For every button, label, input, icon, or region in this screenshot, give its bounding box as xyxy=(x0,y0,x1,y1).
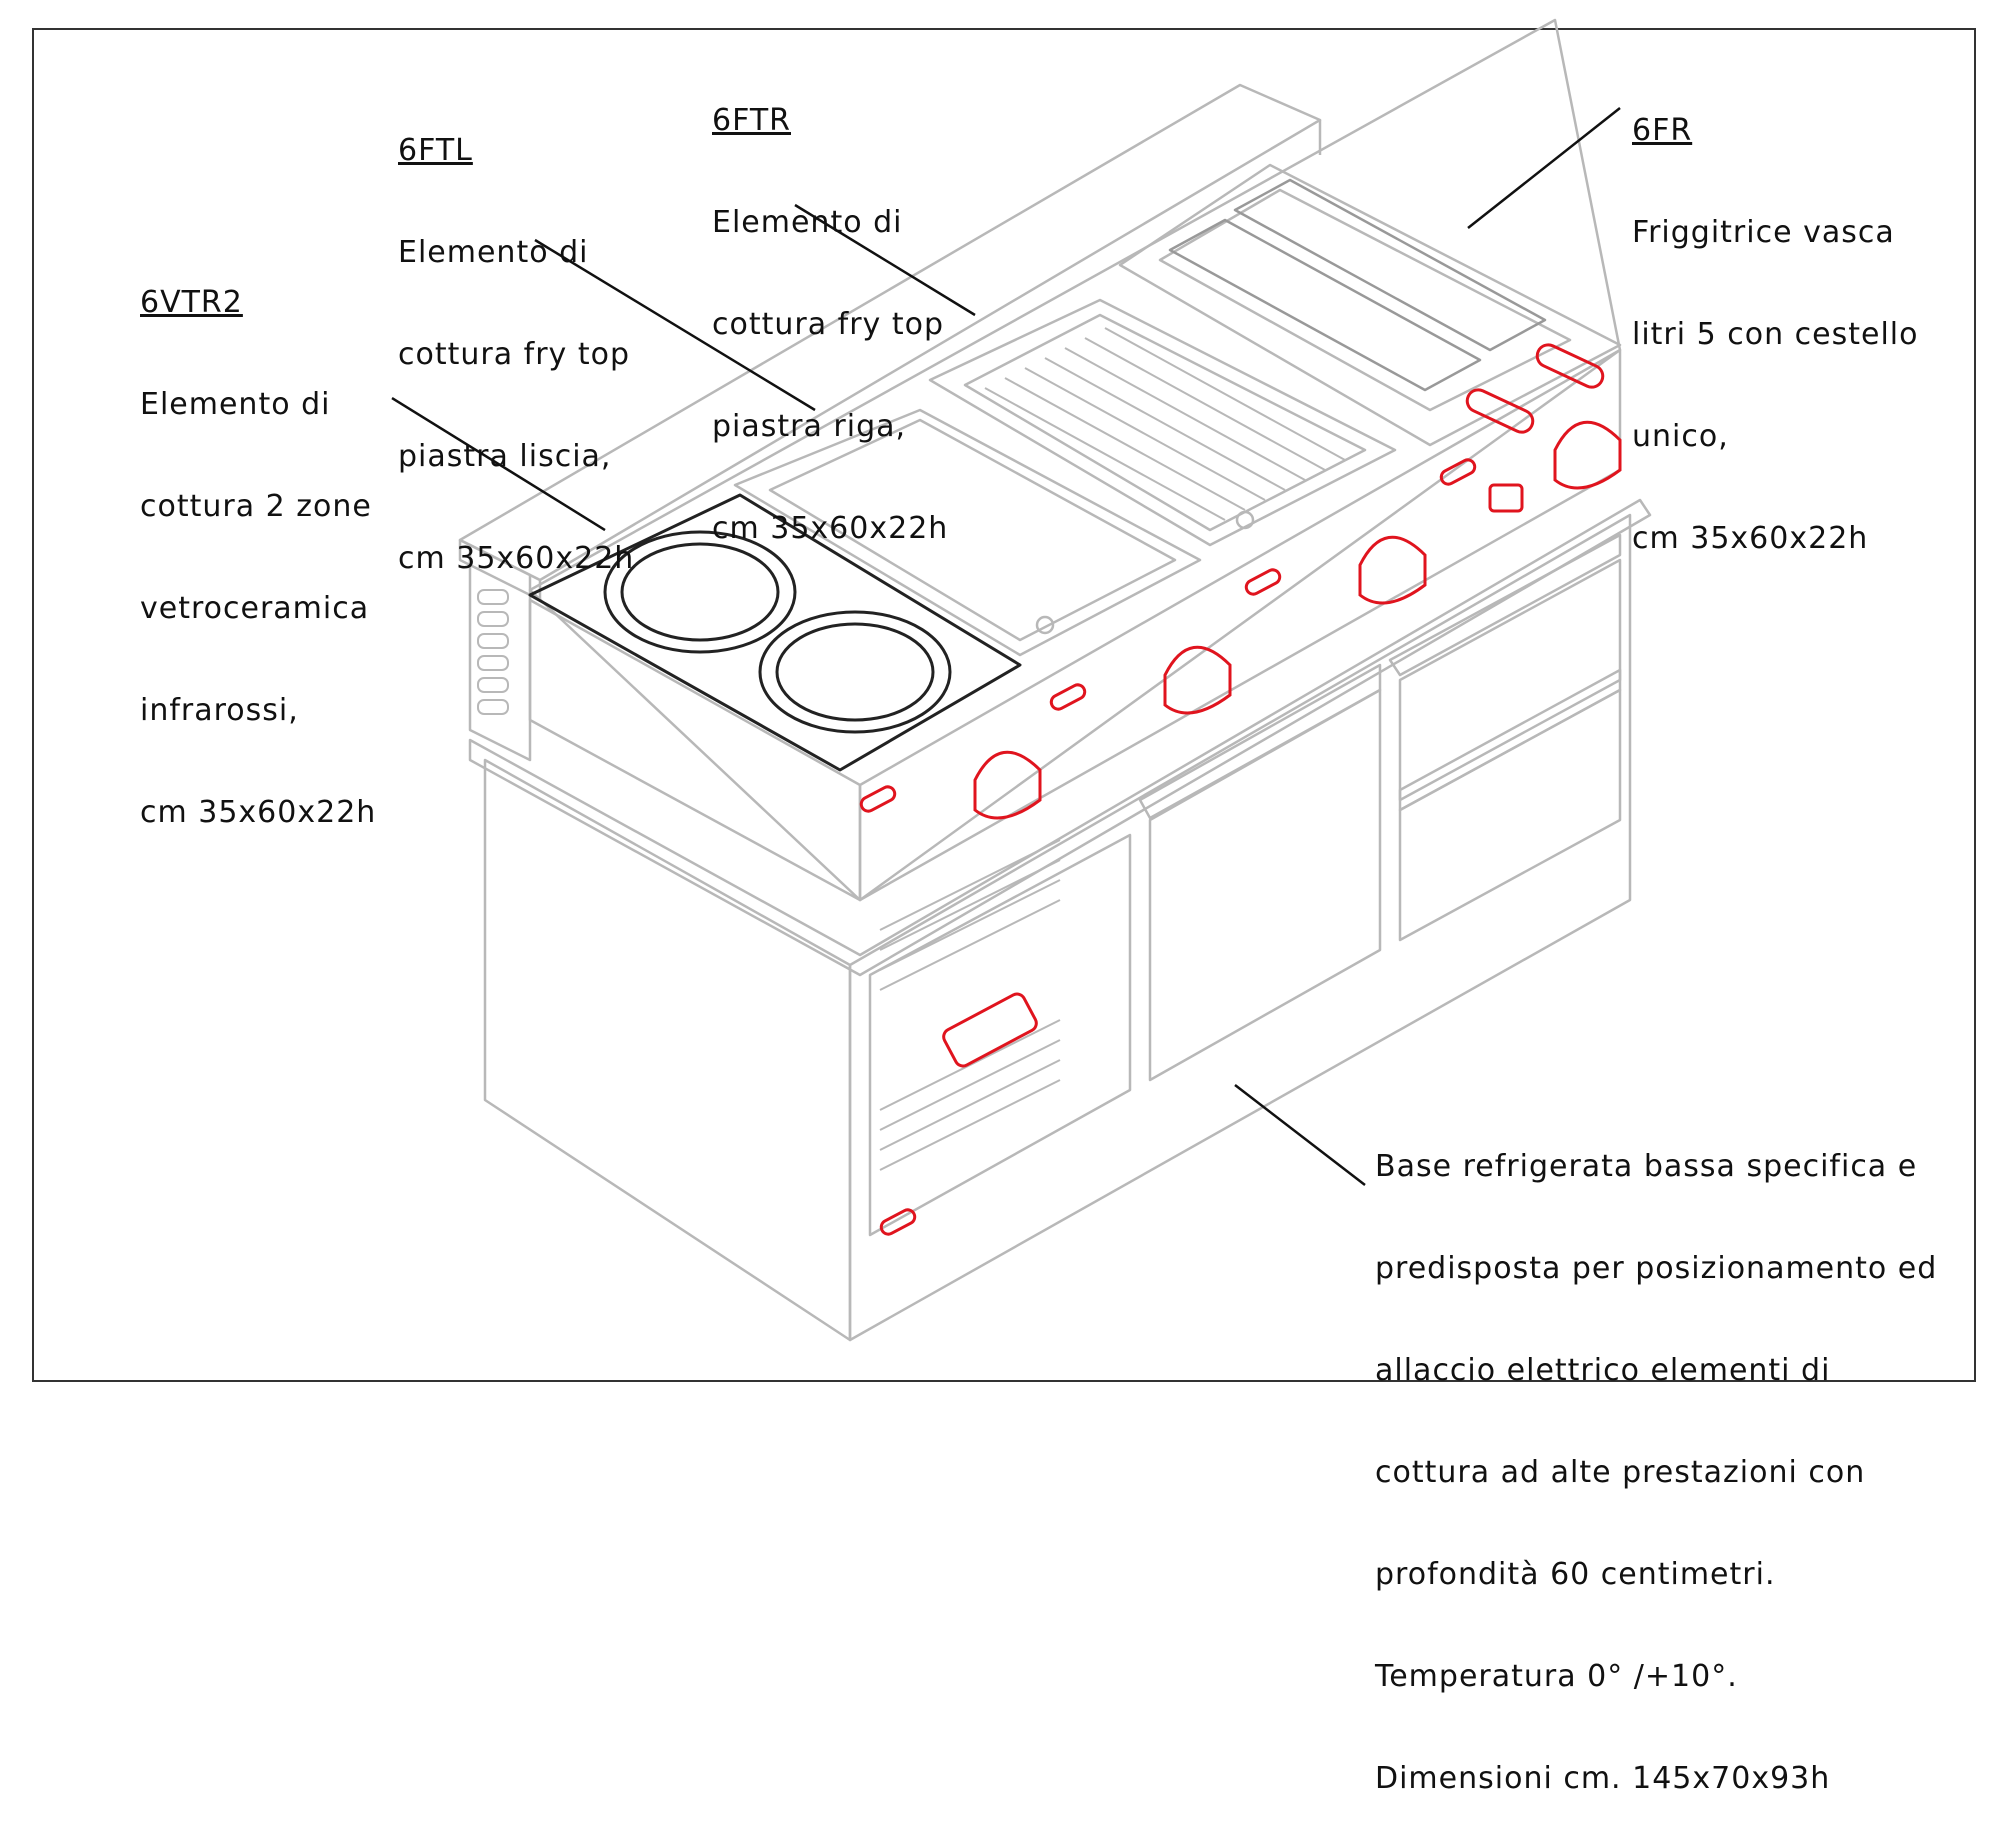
callout-line: infrarossi, xyxy=(140,693,299,728)
callout-code: 6VTR2 xyxy=(140,285,243,320)
callout-6ftr: 6FTR Elemento di cottura fry top piastra… xyxy=(712,36,948,580)
callout-line: cm 35x60x22h xyxy=(1632,521,1869,556)
fryer xyxy=(1118,163,1622,447)
callout-line: Elemento di xyxy=(712,205,903,240)
callout-line: Base refrigerata bassa specifica e xyxy=(1375,1149,1918,1184)
fry-top-riga xyxy=(928,298,1397,547)
callout-line: piastra riga, xyxy=(712,409,907,444)
kitchen-unit-drawing xyxy=(391,18,1652,1342)
vent-grille-left xyxy=(477,589,509,715)
callout-6ftl: 6FTL Elemento di cottura fry top piastra… xyxy=(398,66,634,610)
fry-top-liscia xyxy=(733,408,1202,657)
callout-line: litri 5 con cestello xyxy=(1632,317,1919,352)
drawing-frame xyxy=(32,28,1976,1382)
cooking-modules xyxy=(468,18,1622,902)
callout-line: piastra liscia, xyxy=(398,439,612,474)
callout-line: allaccio elettrico elementi di xyxy=(1375,1353,1831,1388)
control-knobs xyxy=(859,343,1622,1236)
callout-line: Elemento di xyxy=(398,235,589,270)
callout-line: profondità 60 centimetri. xyxy=(1375,1557,1776,1592)
callout-line: cottura 2 zone xyxy=(140,489,372,524)
callout-line: cottura fry top xyxy=(398,337,630,372)
callout-line: Friggitrice vasca xyxy=(1632,215,1895,250)
callout-line: Dimensioni cm. 145x70x93h xyxy=(1375,1761,1831,1796)
callout-6vtr2: 6VTR2 Elemento di cottura 2 zone vetroce… xyxy=(140,218,376,864)
leader-lines xyxy=(391,107,1621,1186)
vetroceramica-top xyxy=(528,493,1022,772)
callout-line: vetroceramica xyxy=(140,591,370,626)
callout-line: cm 35x60x22h xyxy=(140,795,377,830)
refrigerated-base xyxy=(468,498,1652,1342)
callout-6fr: 6FR Friggitrice vasca litri 5 con cestel… xyxy=(1632,46,1918,590)
vent-grille-base xyxy=(879,839,1061,1171)
callout-line: cm 35x60x22h xyxy=(712,511,949,546)
callout-code: 6FTR xyxy=(712,103,791,138)
callout-base: Base refrigerata bassa specifica e predi… xyxy=(1375,1082,1937,1830)
callout-line: cottura fry top xyxy=(712,307,944,342)
callout-line: cm 35x60x22h xyxy=(398,541,635,576)
callout-code: 6FTL xyxy=(398,133,473,168)
callout-line: predisposta per posizionamento ed xyxy=(1375,1251,1938,1286)
callout-code: 6FR xyxy=(1632,113,1693,148)
callout-line: cottura ad alte prestazioni con xyxy=(1375,1455,1866,1490)
callout-line: Temperatura 0° /+10°. xyxy=(1375,1659,1738,1694)
callout-line: Elemento di xyxy=(140,387,331,422)
callout-line: unico, xyxy=(1632,419,1729,454)
